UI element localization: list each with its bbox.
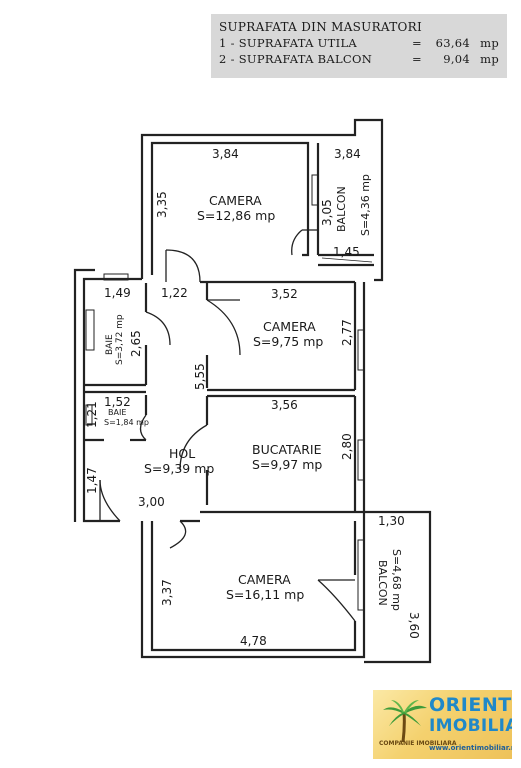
door-swing: [317, 579, 356, 622]
dimension-lines: [321, 257, 373, 263]
summary-row-eq: =: [411, 36, 422, 50]
dim-label: 3,05: [320, 199, 334, 226]
door-swing: [179, 424, 208, 471]
dim-label: 1,22: [161, 286, 188, 300]
door-swing: [165, 249, 201, 283]
room-area: S=3,72 mp: [115, 314, 125, 365]
camera1-inner-wall: [150, 141, 310, 275]
dim-label: 3,84: [212, 147, 239, 161]
dim-label: 3,37: [160, 579, 174, 606]
summary-row-value: 9,04: [443, 52, 471, 66]
room-name: BUCATARIE: [252, 442, 322, 457]
outer-wall-top: [140, 118, 384, 282]
door-swings: [99, 229, 356, 622]
surface-summary: SUPRAFATA DIN MASURATORI 1 - SUPRAFATA U…: [211, 14, 507, 78]
walls: [73, 118, 432, 664]
dim-label: 3,35: [155, 191, 169, 218]
dim-label: 1,49: [104, 286, 131, 300]
logo-tagline: COMPANIE IMOBILIARA: [379, 740, 457, 747]
window-marks: [85, 174, 365, 611]
dim-label: 2,80: [340, 433, 354, 460]
dim-label: 1,21: [85, 401, 99, 428]
camera3-inner-wall: [150, 521, 357, 652]
summary-row-value: 63,64: [435, 36, 471, 50]
dim-label: 1,45: [333, 245, 360, 259]
room-name: HOL: [169, 446, 195, 461]
room-area: S=16,11 mp: [226, 587, 304, 602]
door-swing: [99, 479, 121, 522]
window: [357, 439, 365, 481]
dim-label: 1,47: [85, 467, 99, 494]
room-area: S=4,36 mp: [359, 174, 372, 236]
summary-title: SUPRAFATA DIN MASURATORI: [219, 20, 423, 34]
room-name: CAMERA: [263, 319, 316, 334]
dim-label: 3,84: [334, 147, 361, 161]
dim-label: 3,56: [271, 398, 298, 412]
room-area: S=4,68 mp: [390, 549, 403, 611]
room-name: CAMERA: [209, 193, 262, 208]
dimension-labels: 3,84 3,35 3,84 3,05 1,45 1,49 1,22 2,65 …: [85, 147, 421, 648]
summary-row-label: 2 - SUPRAFATA BALCON: [219, 52, 373, 66]
dim-label: 3,00: [138, 495, 165, 509]
dim-label: 2,65: [129, 330, 143, 357]
left-outer-wall: [82, 277, 142, 523]
summary-row-label: 1 - SUPRAFATA UTILA: [219, 36, 357, 50]
dim-label: 3,60: [407, 612, 421, 639]
brand-line2: IMOBILIAR: [429, 716, 512, 736]
door-swing: [169, 520, 187, 549]
summary-row-unit: mp: [480, 52, 500, 66]
room-area: S=12,86 mp: [197, 208, 275, 223]
orient-imobiliar-logo: ORIENT IMOBILIAR COMPANIE IMOBILIARA www…: [373, 690, 512, 759]
door-swing: [206, 299, 241, 356]
summary-row-unit: mp: [480, 36, 500, 50]
door-swing: [291, 229, 303, 256]
dim-label: 2,77: [340, 319, 354, 346]
balcony2-wall: [364, 510, 432, 664]
room-labels: CAMERA S=12,86 mp BALCON S=4,36 mp BAIE …: [104, 174, 403, 611]
room-area: S=1,84 mp: [104, 418, 149, 427]
summary-row-eq: =: [411, 52, 422, 66]
door-swing: [139, 414, 147, 441]
room-name: BALCON: [335, 186, 348, 232]
summary-row-useful: 1 - SUPRAFATA UTILA = 63,64 mp: [219, 35, 499, 51]
window: [103, 273, 129, 281]
logo-url[interactable]: www.orientimobiliar.ro: [429, 744, 512, 752]
dim-label: 1,30: [378, 514, 405, 528]
door-swing: [145, 311, 171, 346]
dim-label: 5,55: [193, 363, 207, 390]
window: [357, 539, 365, 611]
dim-label: 1,52: [104, 395, 131, 409]
window: [85, 404, 93, 426]
room-name: BAIE: [108, 408, 126, 417]
palm-tree-icon: [383, 700, 427, 742]
room-name: BAIE: [105, 334, 115, 355]
room-area: S=9,97 mp: [252, 457, 322, 472]
brand-line1: ORIENT: [429, 694, 512, 716]
window: [311, 174, 319, 206]
dim-label: 3,52: [271, 287, 298, 301]
room-area: S=9,75 mp: [253, 334, 323, 349]
room-name: CAMERA: [238, 572, 291, 587]
dimension-line: [321, 257, 373, 263]
window: [357, 329, 365, 371]
room-name: BALCON: [376, 560, 389, 606]
left-inner-wall: [73, 268, 95, 522]
summary-row-balcony: 2 - SUPRAFATA BALCON = 9,04 mp: [219, 51, 499, 67]
dim-label: 4,78: [240, 634, 267, 648]
room-area: S=9,39 mp: [144, 461, 214, 476]
window: [85, 309, 95, 351]
